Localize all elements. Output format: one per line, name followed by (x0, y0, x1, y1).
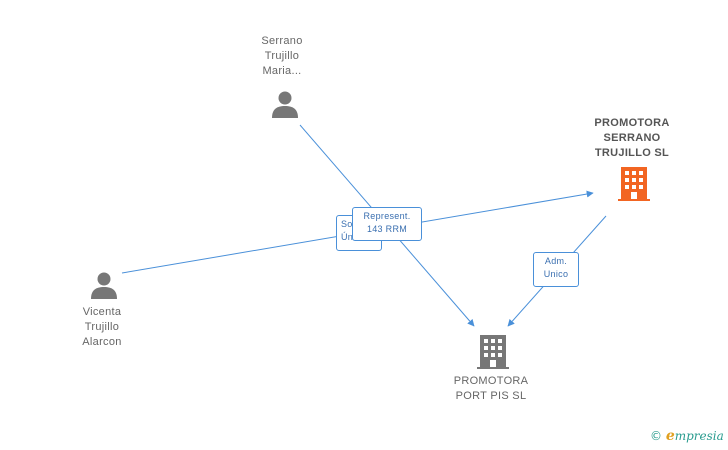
person-icon[interactable] (270, 90, 300, 120)
node-label-line: Trujillo (264, 50, 300, 62)
edge-label-represent[interactable]: Represent. 143 RRM (352, 207, 422, 241)
node-label-serrano[interactable]: Serrano Trujillo Maria... (244, 34, 320, 79)
node-label-line: Vicenta (82, 306, 122, 318)
person-icon[interactable] (89, 271, 119, 301)
edge-label-line: 143 RRM (366, 224, 408, 234)
copyright-symbol: © (650, 429, 662, 443)
node-label-promotora-serrano[interactable]: PROMOTORA SERRANO TRUJILLO SL (580, 116, 684, 161)
node-label-promotora-port[interactable]: PROMOTORA PORT PIS SL (446, 374, 536, 404)
node-label-line: Maria... (262, 65, 302, 77)
node-label-line: Serrano (261, 35, 303, 47)
brand-initial: e (665, 428, 675, 444)
edge-label-adm[interactable]: Adm. Unico (533, 252, 579, 287)
node-label-line: Trujillo (84, 321, 120, 333)
edge-label-line: Únic (341, 232, 361, 242)
node-label-line: PROMOTORA (594, 117, 670, 129)
edge-label-line: Represent. (363, 211, 411, 221)
building-icon[interactable] (477, 335, 509, 369)
edge-label-line: So (341, 219, 353, 229)
node-label-line: PROMOTORA (453, 375, 529, 387)
building-icon[interactable] (618, 167, 650, 201)
node-label-vicenta[interactable]: Vicenta Trujillo Alarcon (64, 305, 140, 350)
node-label-line: SERRANO (603, 132, 661, 144)
node-label-line: PORT PIS SL (455, 390, 527, 402)
empresia-watermark: © empresia (650, 428, 724, 444)
edge-label-line: Unico (543, 269, 569, 279)
brand-name: mpresia (674, 429, 724, 443)
edge-label-line: Adm. (544, 256, 568, 266)
node-label-line: Alarcon (82, 336, 122, 348)
node-label-line: TRUJILLO SL (594, 147, 670, 159)
